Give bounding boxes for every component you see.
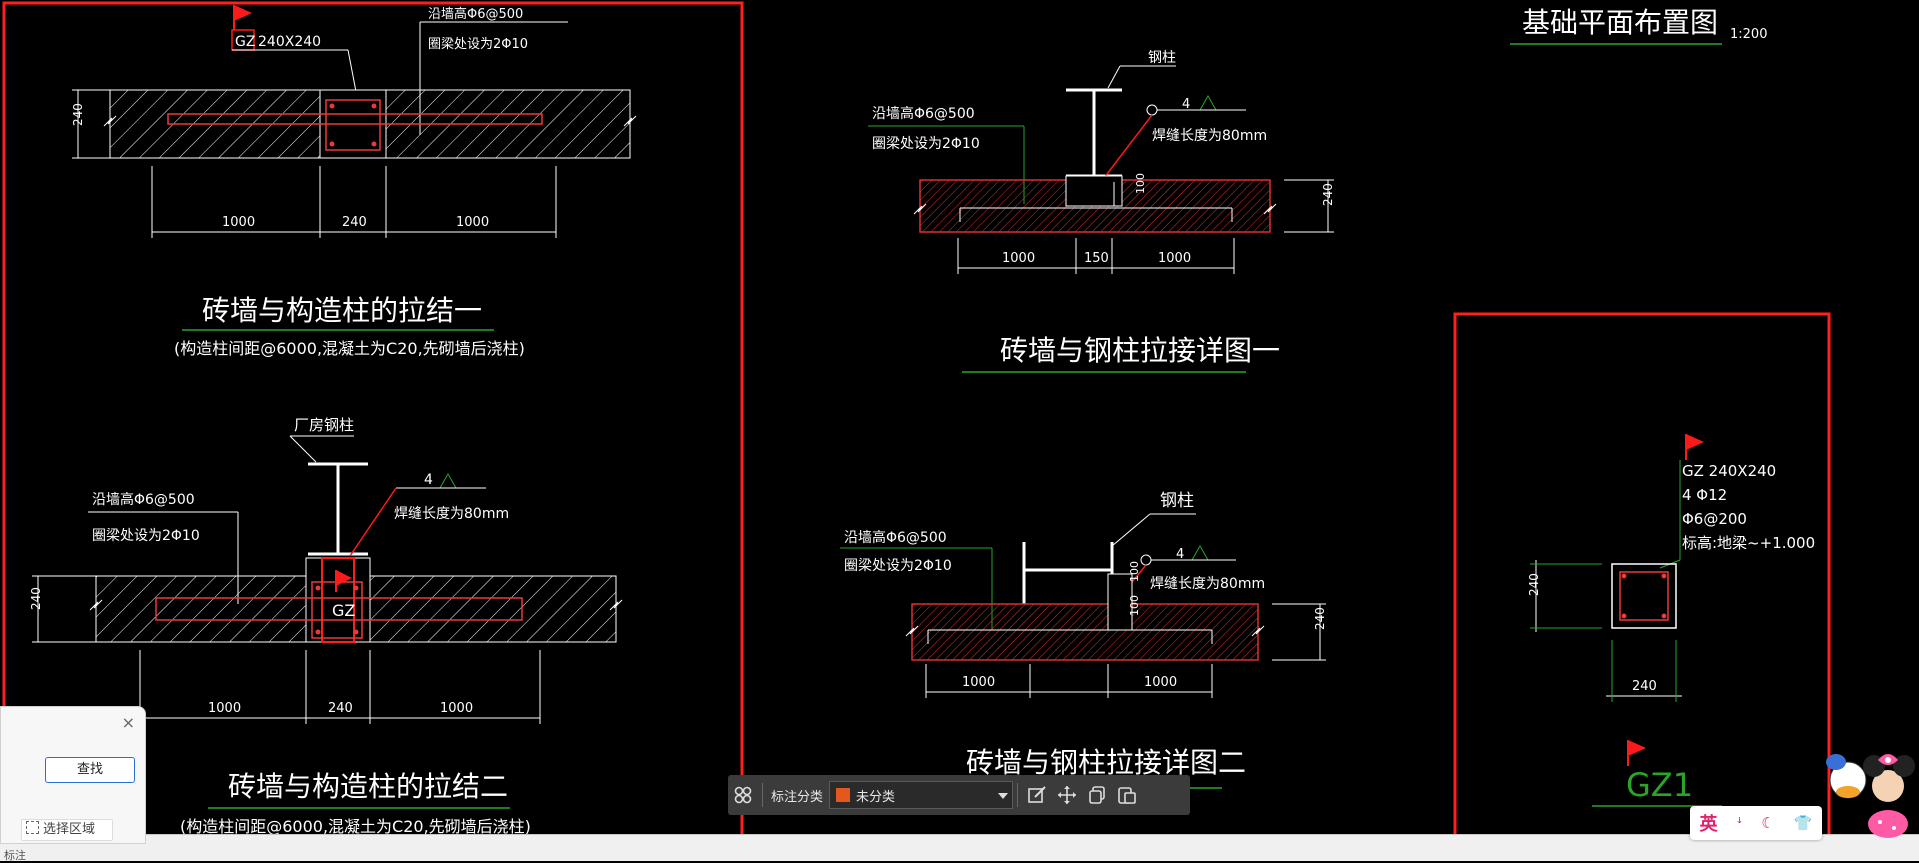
gz-label: GZ — [332, 601, 355, 620]
select-region-label: 选择区域 — [43, 822, 96, 837]
col-spec-text: 240X240 — [258, 34, 321, 50]
gz1-column-section — [1611, 563, 1677, 629]
markup-rectangle-right[interactable] — [1453, 312, 1831, 842]
tie-rebar — [167, 113, 543, 125]
moon-icon[interactable]: ☾ — [1761, 814, 1775, 832]
flag-marker — [233, 5, 252, 30]
weld-note: 焊缝长度为80mm — [1152, 128, 1267, 144]
steel-col-label: 厂房钢柱 — [294, 416, 354, 434]
dim-3: 1000 — [456, 215, 489, 230]
dim-1: 1000 — [208, 701, 241, 716]
detail-3: 钢柱 沿墙高Φ6@500 圈梁处设为2Φ10 4 焊缝长度为80mm 100 2… — [868, 50, 1335, 373]
gz1-spec-2: 4 Φ12 — [1682, 486, 1727, 504]
detail-4: 钢柱 沿墙高Φ6@500 圈梁处设为2Φ10 4 焊缝长度为80mm 100 1… — [840, 491, 1327, 789]
brick-wall-hatch — [911, 603, 1259, 661]
status-bar: 标注 — [0, 834, 1919, 862]
dim-3: 1000 — [1158, 251, 1191, 266]
copy-icon[interactable] — [1082, 780, 1112, 810]
category-select[interactable]: 未分类 — [829, 781, 1014, 809]
main-scale: 1:200 — [1730, 27, 1767, 42]
annotation-toolbar: 标注分类 未分类 — [728, 775, 1190, 815]
gz1-label: GZ1 — [1626, 766, 1693, 804]
edit-icon[interactable] — [1022, 780, 1052, 810]
select-region-button[interactable]: 选择区域 — [21, 819, 113, 841]
category-value: 未分类 — [856, 789, 896, 805]
toolbar-separator — [762, 783, 763, 807]
dim-2: 240 — [342, 215, 367, 230]
detail-1: GZ 240X240 沿墙高Φ6@500 圈梁处设为2Φ10 240 1000 … — [71, 5, 637, 358]
paste-icon[interactable] — [1112, 780, 1142, 810]
skin-icon[interactable]: 👕 — [1793, 814, 1813, 832]
dim-2: 1000 — [1144, 675, 1177, 690]
ime-toolbar: 英 ꜜ ☾ 👕 — [1690, 806, 1822, 840]
weld-note: 焊缝长度为80mm — [1150, 576, 1265, 592]
weld-num: 4 — [424, 472, 433, 488]
wall-thickness-dim: 240 — [71, 103, 85, 126]
rebar-note-2: 圈梁处设为2Φ10 — [428, 37, 528, 52]
gz1-spec-1: GZ 240X240 — [1682, 462, 1776, 480]
detail-4-title: 砖墙与钢柱拉接详图二 — [966, 746, 1246, 779]
detail-1-subtitle: (构造柱间距@6000,混凝土为C20,先砌墙后浇柱) — [174, 339, 525, 358]
gz1-dim-h: 240 — [1632, 679, 1657, 694]
rebar-note-1: 沿墙高Φ6@500 — [872, 105, 975, 122]
detail-3-title: 砖墙与钢柱拉接详图一 — [1000, 334, 1280, 367]
gz1-spec-3: Φ6@200 — [1682, 510, 1747, 528]
weld-num: 4 — [1176, 547, 1184, 562]
category-label: 标注分类 — [771, 789, 824, 805]
status-hint: 标注 — [4, 849, 26, 862]
link-annotation-icon[interactable] — [728, 780, 758, 810]
rebar-note-1: 沿墙高Φ6@500 — [844, 529, 947, 546]
steel-col-label: 钢柱 — [1148, 50, 1176, 66]
detail-2: 厂房钢柱 沿墙高Φ6@500 圈梁处设为2Φ10 4 焊缝长度为80mm GZ … — [29, 416, 623, 836]
detail-2-subtitle: (构造柱间距@6000,混凝土为C20,先砌墙后浇柱) — [180, 817, 531, 836]
small-dim: 100 — [1134, 173, 1147, 194]
wall-thickness-dim: 240 — [1313, 607, 1327, 630]
gz-flag-label: GZ — [235, 34, 255, 50]
small-dim-1: 100 — [1128, 561, 1141, 582]
mascot-avatar-icon — [1826, 754, 1915, 838]
weld-num: 4 — [1182, 97, 1190, 112]
steel-col-label: 钢柱 — [1160, 491, 1194, 511]
find-button[interactable]: 查找 — [45, 757, 135, 783]
rebar-note-1: 沿墙高Φ6@500 — [92, 491, 195, 508]
dim-1: 1000 — [222, 215, 255, 230]
gz-highlight-box — [321, 557, 355, 643]
dim-2: 150 — [1084, 251, 1109, 266]
dim-2: 240 — [328, 701, 353, 716]
punctuation-icon[interactable]: ꜜ — [1736, 814, 1743, 832]
category-color-swatch — [836, 788, 851, 802]
detail-gz1: GZ 240X240 4 Φ12 Φ6@200 标高:地梁~+1.000 240… — [1527, 434, 1815, 807]
dim-1: 1000 — [962, 675, 995, 690]
rebar-note-1: 沿墙高Φ6@500 — [428, 6, 523, 22]
ime-language-toggle[interactable]: 英 — [1699, 814, 1718, 835]
rebar-note-2: 圈梁处设为2Φ10 — [872, 136, 980, 152]
close-icon[interactable]: × — [121, 713, 135, 732]
main-drawing-title: 基础平面布置图 — [1522, 6, 1718, 39]
dim-1: 1000 — [1002, 251, 1035, 266]
dim-3: 1000 — [440, 701, 473, 716]
rebar-note-2: 圈梁处设为2Φ10 — [844, 558, 952, 574]
gz1-spec-4: 标高:地梁~+1.000 — [1682, 534, 1815, 552]
small-dim-2: 100 — [1128, 595, 1141, 616]
select-region-icon — [26, 821, 39, 834]
detail-2-title: 砖墙与构造柱的拉结二 — [228, 770, 508, 803]
weld-note: 焊缝长度为80mm — [394, 506, 509, 522]
toolbar-separator — [1017, 783, 1019, 807]
find-panel: × 查找 选择区域 — [0, 706, 146, 844]
chevron-down-icon — [998, 793, 1009, 799]
wall-thickness-dim: 240 — [1321, 183, 1335, 206]
rebar-note-2: 圈梁处设为2Φ10 — [92, 528, 200, 544]
move-icon[interactable] — [1052, 780, 1082, 810]
gz1-dim-v: 240 — [1527, 573, 1541, 596]
wall-thickness-dim: 240 — [29, 587, 43, 610]
detail-1-title: 砖墙与构造柱的拉结一 — [202, 294, 482, 327]
